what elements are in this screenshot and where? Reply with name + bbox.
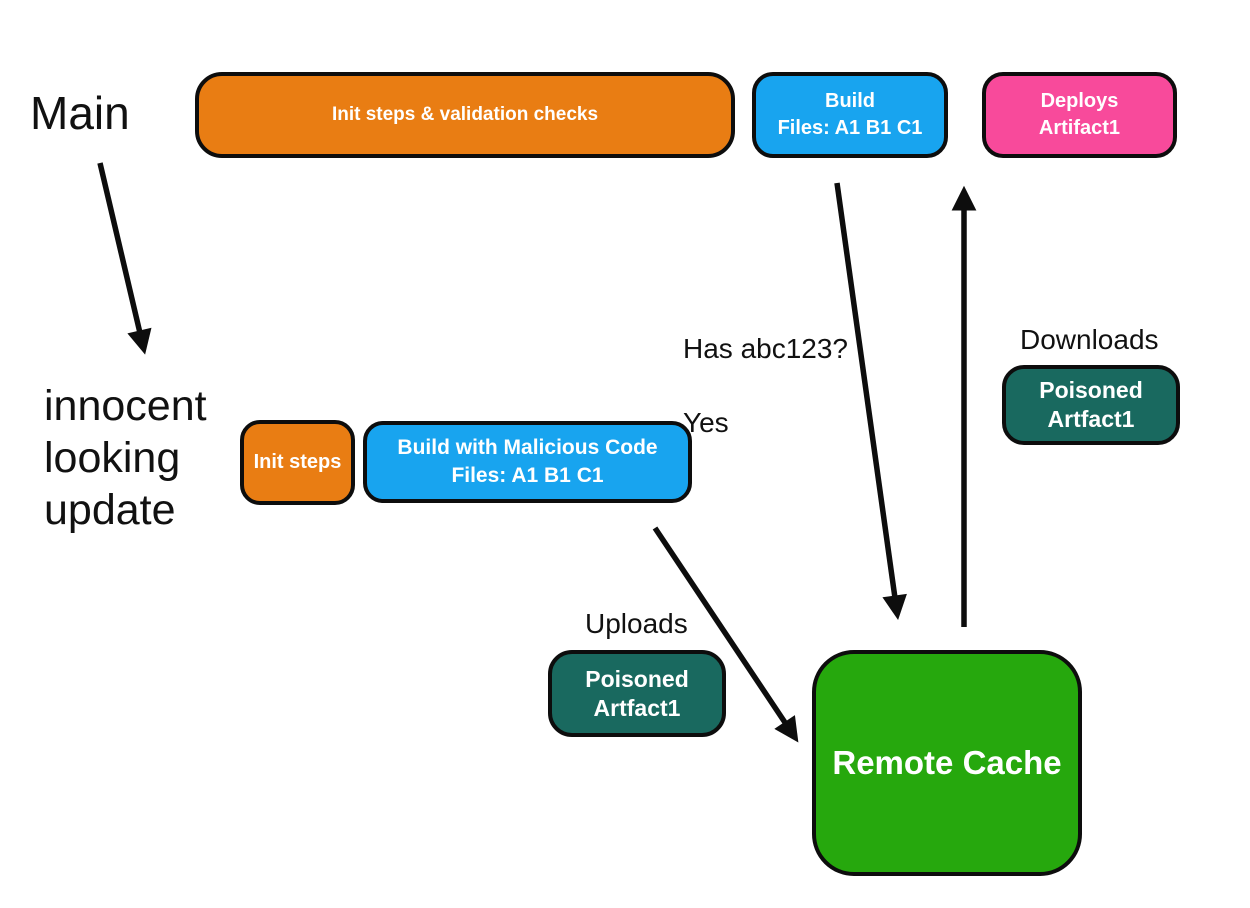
node-init-steps: Init steps <box>240 420 355 505</box>
cache-hit-question: Has abc123? <box>683 333 849 364</box>
node-label-line1: Deploys <box>1040 90 1119 112</box>
node-label: Init steps <box>253 451 342 473</box>
node-label-line1: Poisoned <box>1039 377 1143 403</box>
node-label-line2: Files: A1 B1 C1 <box>777 117 923 139</box>
node-deploys-artifact1: Deploys Artifact1 <box>982 72 1177 158</box>
node-build: Build Files: A1 B1 C1 <box>752 72 948 158</box>
downloads-annotation: Downloads <box>1020 324 1159 355</box>
node-label-line2: Artifact1 <box>1038 117 1121 139</box>
node-label-line2: Artfact1 <box>1047 406 1135 432</box>
node-label: Init steps & validation checks <box>331 104 599 125</box>
node-poisoned-artifact-uploaded: Poisoned Artfact1 <box>548 650 726 737</box>
node-label-line1: Build with Malicious Code <box>397 436 658 459</box>
node-label: Remote Cache <box>832 744 1062 781</box>
arrow-malicious-build-to-remote-cache <box>652 526 799 743</box>
node-label-line2: Artfact1 <box>593 694 681 721</box>
node-remote-cache: Remote Cache <box>812 650 1082 876</box>
innocent-update-label: innocent looking update <box>44 382 207 534</box>
node-init-steps-validation-checks: Init steps & validation checks <box>195 72 735 158</box>
node-label-line1: Build <box>825 90 875 112</box>
node-label-line2: Files: A1 B1 C1 <box>451 464 604 487</box>
node-label-line1: Poisoned <box>585 665 689 692</box>
node-poisoned-artifact-downloaded: Poisoned Artfact1 <box>1002 365 1180 445</box>
cache-hit-answer: Yes <box>683 407 729 438</box>
node-build-with-malicious-code: Build with Malicious Code Files: A1 B1 C… <box>363 421 692 503</box>
cache-hit-annotation: Has abc123? Yes <box>683 293 848 478</box>
uploads-annotation: Uploads <box>585 608 688 639</box>
arrow-main-to-innocent-update <box>97 162 152 355</box>
main-branch-label: Main <box>30 87 130 139</box>
arrow-build-to-remote-cache <box>834 182 907 621</box>
